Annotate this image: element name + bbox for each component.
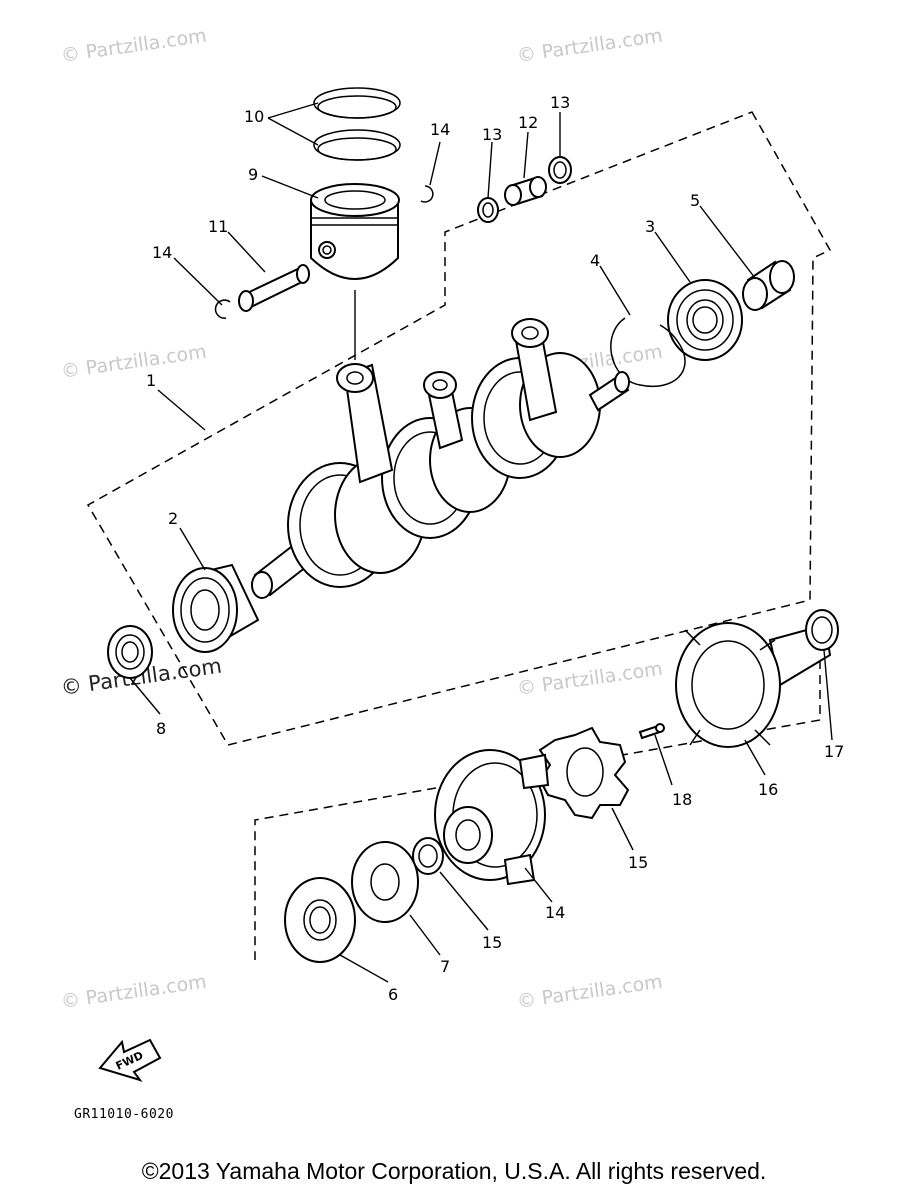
piston-pin bbox=[238, 264, 310, 312]
bearing-3 bbox=[667, 279, 743, 361]
callout-3: 3 bbox=[645, 217, 655, 236]
watermark: © Partzilla.com bbox=[60, 25, 208, 67]
callout-12: 12 bbox=[518, 113, 538, 132]
callout-17: 15 bbox=[628, 853, 648, 872]
callout-16: 15 bbox=[482, 933, 502, 952]
crankshaft bbox=[251, 318, 630, 599]
callout-14-right: 14 bbox=[430, 120, 450, 139]
callout-19: 17 bbox=[824, 742, 844, 761]
callout-4: 4 bbox=[590, 251, 600, 270]
callout-18: 16 bbox=[758, 780, 778, 799]
callout-2: 2 bbox=[168, 509, 178, 528]
callout-11: 11 bbox=[208, 217, 228, 236]
leader-lines bbox=[129, 102, 833, 983]
callout-1: 1 bbox=[146, 371, 156, 390]
watermark: © Partzilla.com bbox=[60, 341, 208, 383]
circlip-14-right bbox=[420, 185, 434, 203]
piston bbox=[310, 183, 400, 280]
diagram-code: GR11010-6020 bbox=[74, 1107, 174, 1122]
callout-13-right: 13 bbox=[550, 93, 570, 112]
callout-5: 5 bbox=[690, 191, 700, 210]
o-ring-19 bbox=[805, 609, 839, 651]
copyright-notice: ©2013 Yamaha Motor Corporation, U.S.A. A… bbox=[141, 1158, 767, 1184]
callouts: 10 9 11 14 14 13 12 13 3 5 4 1 2 8 17 18… bbox=[146, 93, 844, 1004]
oil-seal-8 bbox=[107, 625, 153, 679]
watermark: © Partzilla.com bbox=[516, 971, 664, 1013]
watermark: © Partzilla.com bbox=[60, 971, 208, 1013]
damper-17 bbox=[538, 726, 630, 820]
o-ring-16 bbox=[412, 837, 444, 875]
bearing-2 bbox=[172, 563, 260, 653]
c-ring-4 bbox=[610, 317, 686, 388]
seal-6 bbox=[284, 877, 356, 963]
circlip-14-left bbox=[214, 299, 231, 319]
callout-20: 18 bbox=[672, 790, 692, 809]
callout-7: 7 bbox=[440, 957, 450, 976]
callout-6: 6 bbox=[388, 985, 398, 1004]
callout-15: 14 bbox=[545, 903, 565, 922]
collar-5 bbox=[742, 260, 795, 311]
coupling-15 bbox=[434, 749, 550, 886]
watermark: © Partzilla.com bbox=[516, 25, 664, 67]
callout-13-left: 13 bbox=[482, 125, 502, 144]
washer-7 bbox=[351, 841, 419, 923]
watermark: © Partzilla.com bbox=[516, 658, 664, 700]
callout-9: 9 bbox=[248, 165, 258, 184]
callout-8: 8 bbox=[156, 719, 166, 738]
callout-10: 10 bbox=[244, 107, 264, 126]
piston-rings bbox=[313, 87, 401, 161]
impeller-18 bbox=[675, 622, 832, 748]
callout-14-left: 14 bbox=[152, 243, 172, 262]
pin-20 bbox=[638, 723, 665, 740]
small-end-parts bbox=[477, 156, 572, 223]
fwd-arrow: FWD bbox=[98, 1038, 162, 1082]
